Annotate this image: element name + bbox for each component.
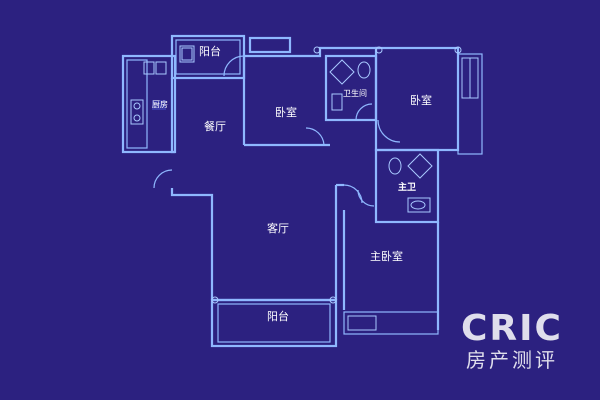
label-master-bath: 主卫 <box>398 181 416 193</box>
label-bathroom: 卫生间 <box>343 88 367 98</box>
label-balcony-top: 阳台 <box>199 44 221 58</box>
dining-area <box>153 55 246 300</box>
label-living: 客厅 <box>267 221 289 235</box>
cric-logo: CRIC 房产测评 <box>454 308 570 373</box>
label-bedroom-1: 卧室 <box>275 105 297 119</box>
logo-sub-text: 房产测评 <box>466 348 558 372</box>
living-room-area <box>212 183 363 302</box>
master-bedroom-area <box>342 210 440 335</box>
label-master-bedroom: 主卧室 <box>370 249 403 263</box>
label-bedroom-2: 卧室 <box>410 93 432 107</box>
label-balcony-bottom: 阳台 <box>267 309 289 323</box>
bottom-balcony-area <box>210 296 338 348</box>
kitchen-area <box>121 54 177 154</box>
logo-main-text: CRIC <box>461 308 563 349</box>
bathroom-area <box>324 54 378 122</box>
label-dining: 餐厅 <box>204 119 226 133</box>
label-kitchen: 厨房 <box>152 99 168 109</box>
bedroom-1-area <box>244 36 380 147</box>
